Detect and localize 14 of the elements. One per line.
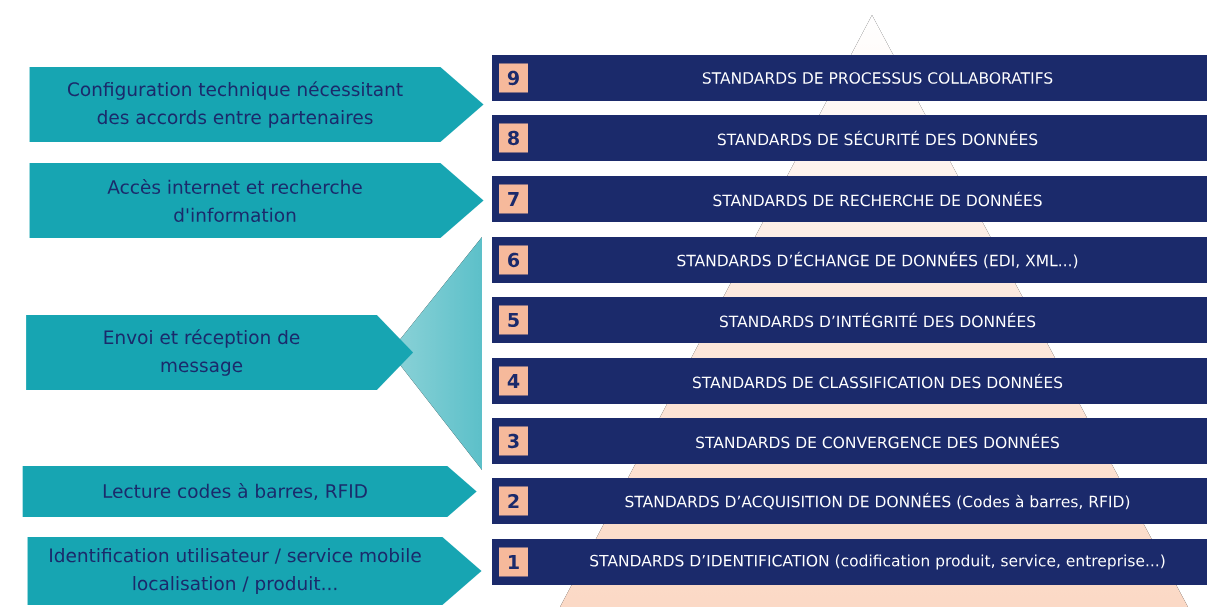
arrow-box: Lecture codes à barres, RFID bbox=[22, 466, 477, 517]
arrow-box: Configuration technique nécessitant des accords entre partenaires bbox=[29, 67, 484, 142]
arrow-box: Accès internet et recherche d'information bbox=[29, 163, 484, 238]
arrow-box: Envoi et réception de message bbox=[26, 315, 414, 390]
number-badge: 1 bbox=[499, 547, 528, 577]
number-badge: 8 bbox=[499, 123, 528, 153]
number-badge: 7 bbox=[499, 184, 528, 214]
number-badge: 6 bbox=[499, 245, 528, 275]
number-badge: 3 bbox=[499, 426, 528, 456]
number-badge: 5 bbox=[499, 305, 528, 335]
number-badge: 4 bbox=[499, 366, 528, 396]
arrow-box: Identification utilisateur / service mobile localisation / produit... bbox=[27, 537, 482, 605]
number-badge: 2 bbox=[499, 486, 528, 516]
number-badge: 9 bbox=[499, 63, 528, 93]
